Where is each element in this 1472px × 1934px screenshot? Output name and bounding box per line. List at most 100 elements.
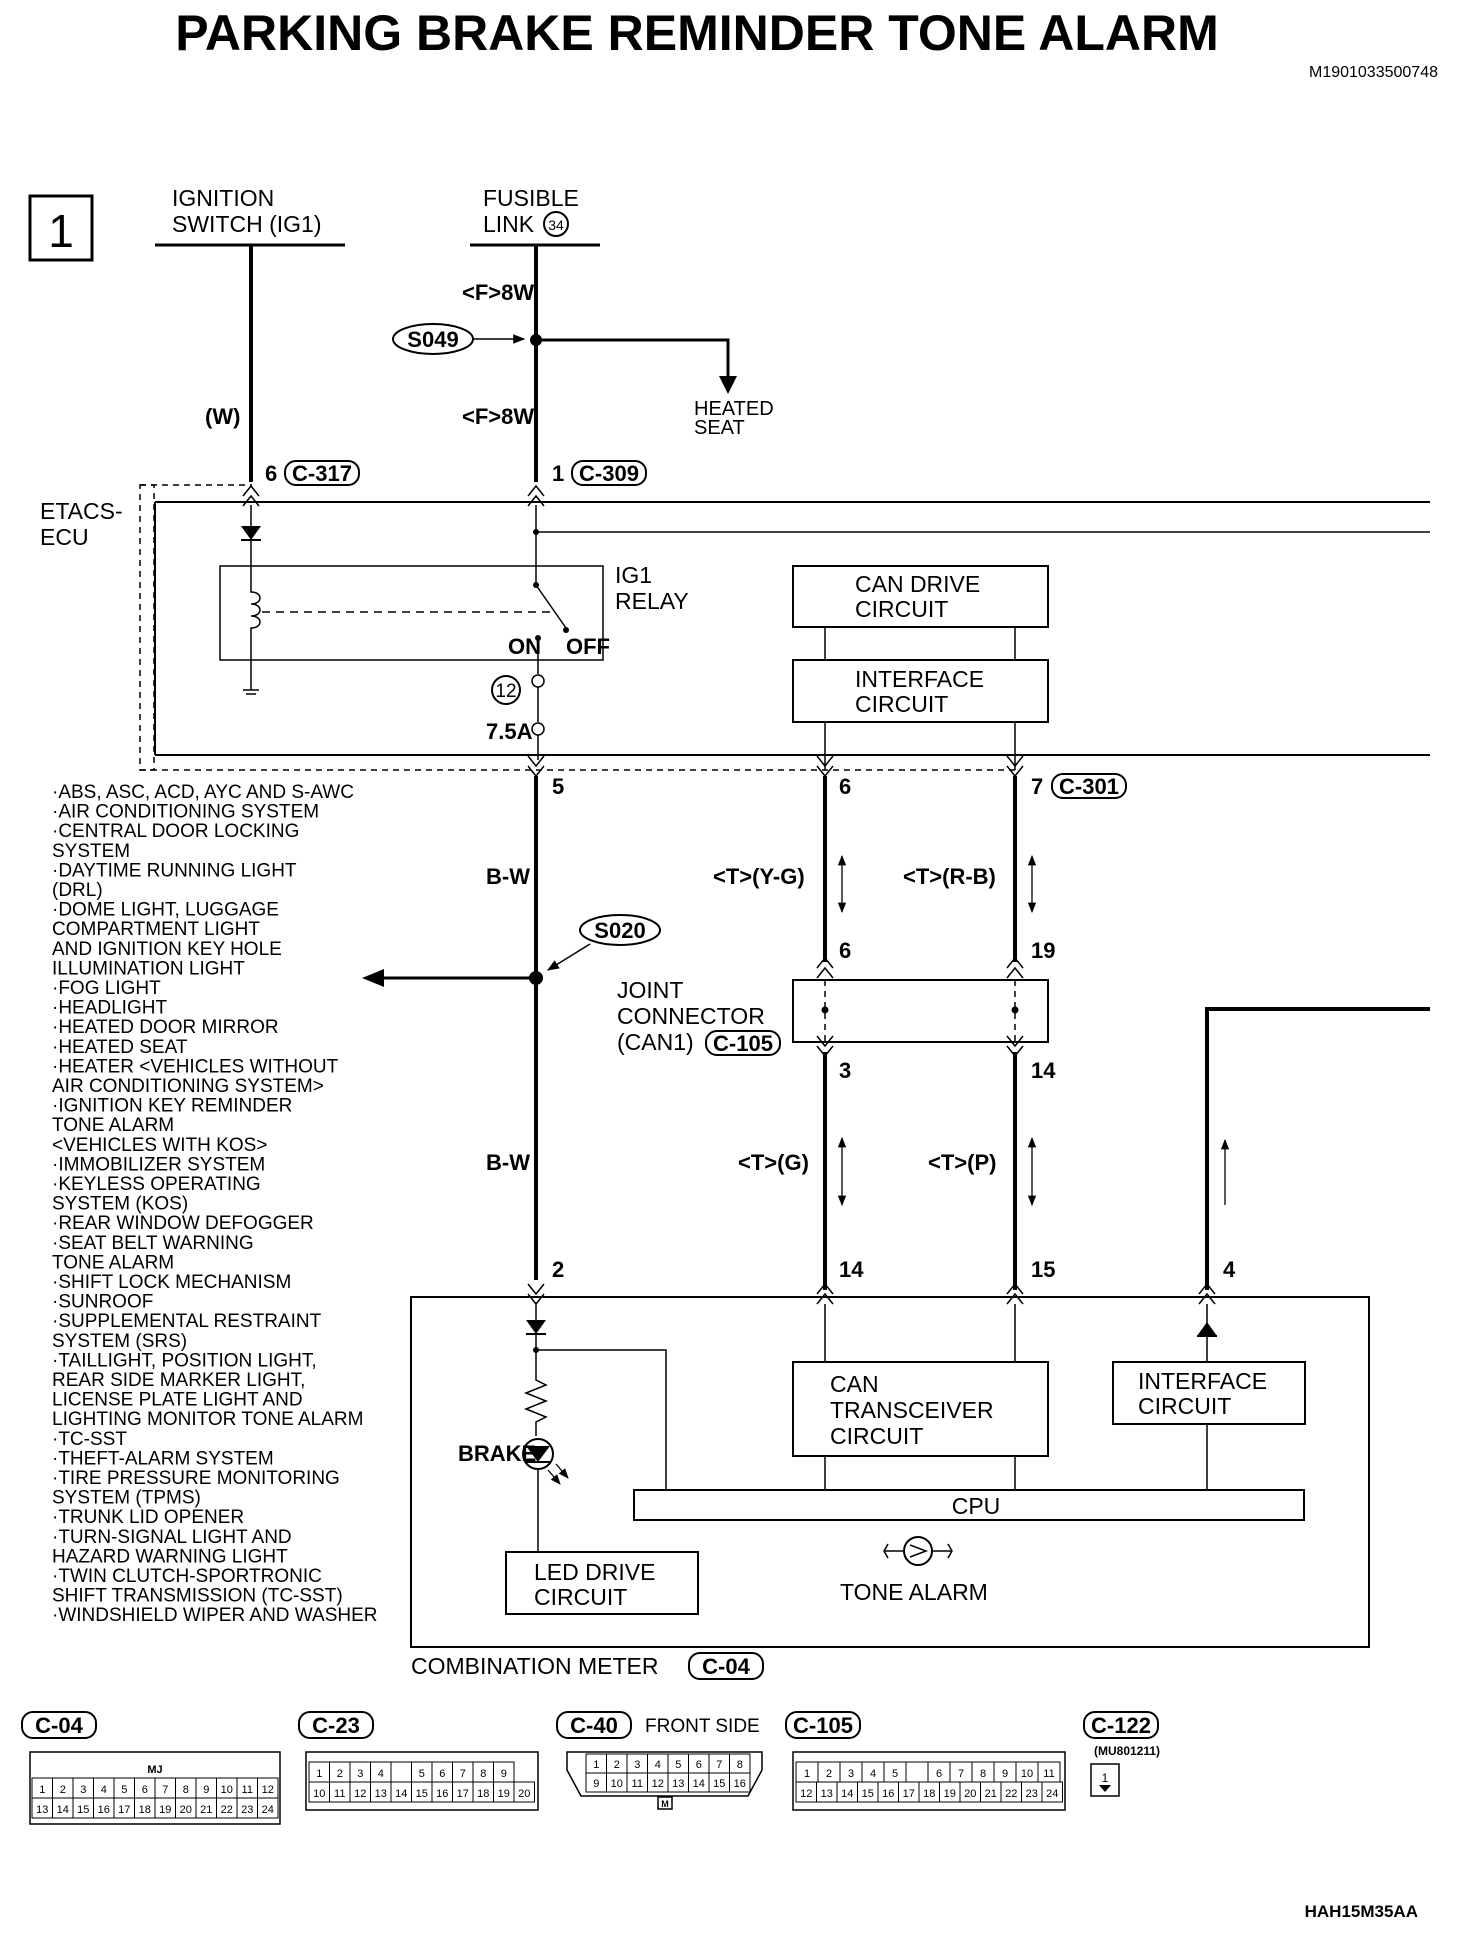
systems-list: ·ABS, ASC, ACD, AYC AND S-AWC·AIR CONDIT… [52,782,378,1626]
systems-list-item: ·REAR WINDOW DEFOGGER [52,1213,314,1234]
systems-list-item: ·IMMOBILIZER SYSTEM [52,1154,265,1175]
ig1-relay-box [219,565,604,661]
conn-c04-meter-box [688,1652,764,1680]
wire-color-f8w-lower: <F>8W [462,404,534,429]
conn-c04-pin: 11 [242,1784,253,1796]
ignition-switch-label-2: SWITCH (IG1) [172,211,322,237]
systems-list-item: ·TRUNK LID OPENER [52,1507,244,1528]
heated-seat-label-2: SEAT [694,417,745,439]
systems-list-item: (DRL) [52,880,103,901]
etacs-interface-label-1: INTERFACE [855,666,984,692]
conn-c04-pin: 12 [262,1784,274,1796]
conn-c105-pin: 16 [882,1788,894,1800]
conn-c105-pin: 12 [800,1788,812,1800]
led-drive-box [505,1551,699,1615]
fuse-amperage: 7.5A [486,719,533,744]
conn-c23-pin: 11 [334,1788,345,1800]
conn-c23-tag-box [298,1711,374,1739]
conn-c23-pin: 13 [375,1788,387,1800]
conn-c23-pin: 6 [439,1768,445,1780]
heated-seat-arrow [719,376,737,394]
conn-c04-pin: 4 [101,1784,107,1796]
systems-list-item: AIR CONDITIONING SYSTEM> [52,1076,324,1097]
wire-color-t-yg: <T>(Y-G) [713,864,805,889]
conn-c309-box [571,460,647,486]
relay-switch-contact [535,584,567,629]
wire-color-bw-lower: B-W [486,1150,530,1175]
conn-c105-pin: 20 [964,1788,976,1800]
pin-7-c301: 7 [1031,774,1043,799]
systems-list-item: ·DAYTIME RUNNING LIGHT [52,860,297,881]
systems-list-item: <VEHICLES WITH KOS> [52,1135,267,1156]
page-number: 1 [48,205,74,257]
can-transceiver-label-2: TRANSCEIVER [830,1397,994,1423]
systems-list-item: LICENSE PLATE LIGHT AND [52,1390,303,1411]
systems-list-item: HAZARD WARNING LIGHT [52,1546,288,1567]
conn-c105-pin: 11 [1043,1768,1054,1780]
can-transceiver-label-1: CAN [830,1371,879,1397]
fusible-link-number: 34 [548,217,564,233]
conn-c04-face [29,1751,281,1825]
conn-c105-pin: 7 [958,1768,964,1780]
joint-connector-box [792,979,1049,1043]
systems-list-item: ·ABS, ASC, ACD, AYC AND S-AWC [52,782,354,803]
page-title: PARKING BRAKE REMINDER TONE ALARM [175,5,1219,61]
conn-c23-face [305,1751,539,1811]
systems-list-item: ILLUMINATION LIGHT [52,958,245,979]
can-transceiver-label-3: CIRCUIT [830,1423,923,1449]
conn-c105-pin: 24 [1046,1788,1058,1800]
conn-c40-mark: M [661,1799,669,1809]
wire-color-t-g: <T>(G) [738,1150,809,1175]
conn-c04-pin: 23 [241,1804,253,1816]
conn-c105-pin: 8 [980,1768,986,1780]
conn-c23-pin: 10 [313,1788,325,1800]
conn-c40-pin: 10 [611,1778,623,1790]
interface-wire [1205,1007,1430,1290]
systems-list-item: ·FOG LIGHT [52,978,161,999]
conn-c40-pin: 1 [593,1759,599,1771]
conn-c105-pin: 6 [936,1768,942,1780]
conn-c105-pin: 21 [985,1788,997,1800]
conn-c04-pin: 1 [39,1784,45,1796]
conn-c04-pin: 7 [162,1784,168,1796]
systems-list-item: SYSTEM (KOS) [52,1194,188,1215]
cpu-label: CPU [952,1493,1001,1519]
conn-c105-pin: 14 [841,1788,853,1800]
systems-list-item: ·TC-SST [52,1429,127,1450]
systems-list-item: ·HEATER <VEHICLES WITHOUT [52,1056,339,1077]
pin-14-meter: 14 [839,1257,864,1282]
conn-c105-pin: 19 [944,1788,956,1800]
conn-c04-pin: 10 [221,1784,233,1796]
conn-c23-tag: C-23 [312,1713,360,1738]
systems-list-item: ·IGNITION KEY REMINDER [52,1096,292,1117]
etacs-label-1: ETACS- [40,498,123,524]
conn-c105-pin: 10 [1021,1768,1033,1780]
meter-diode [526,1320,546,1334]
wire-color-t-p: <T>(P) [928,1150,996,1175]
conn-c40-cell [729,1772,751,1793]
conn-c04-pin: 3 [80,1784,86,1796]
conn-c122-face [1090,1763,1120,1797]
meter-interface-label-2: CIRCUIT [1138,1393,1231,1419]
meter-interface-label-1: INTERFACE [1138,1368,1267,1394]
etacs-dashed-left [139,484,155,771]
conn-c40-pin: 12 [652,1778,664,1790]
conn-c105-pin: 4 [870,1768,876,1780]
systems-list-item: ·TURN-SIGNAL LIGHT AND [52,1527,292,1548]
systems-list-item: ·THEFT-ALARM SYSTEM [52,1448,274,1469]
conn-c23-pin: 7 [460,1768,466,1780]
systems-list-item: ·KEYLESS OPERATING [52,1174,261,1195]
conn-c04-pin: 16 [98,1804,110,1816]
pin-5-c301: 5 [552,774,564,799]
conn-c301-box [1051,773,1127,799]
conn-c40-pin: 7 [716,1759,722,1771]
systems-list-item: ·SUNROOF [52,1292,153,1313]
conn-c23-pin: 18 [477,1788,489,1800]
joint-connector-label-1: JOINT [617,977,683,1003]
conn-c105-pin: 3 [848,1768,854,1780]
relay-off-label: OFF [566,634,610,659]
conn-c04-pin: 19 [159,1804,171,1816]
meter-resistor [523,1364,549,1436]
fusible-link-label-2: LINK [483,211,535,237]
